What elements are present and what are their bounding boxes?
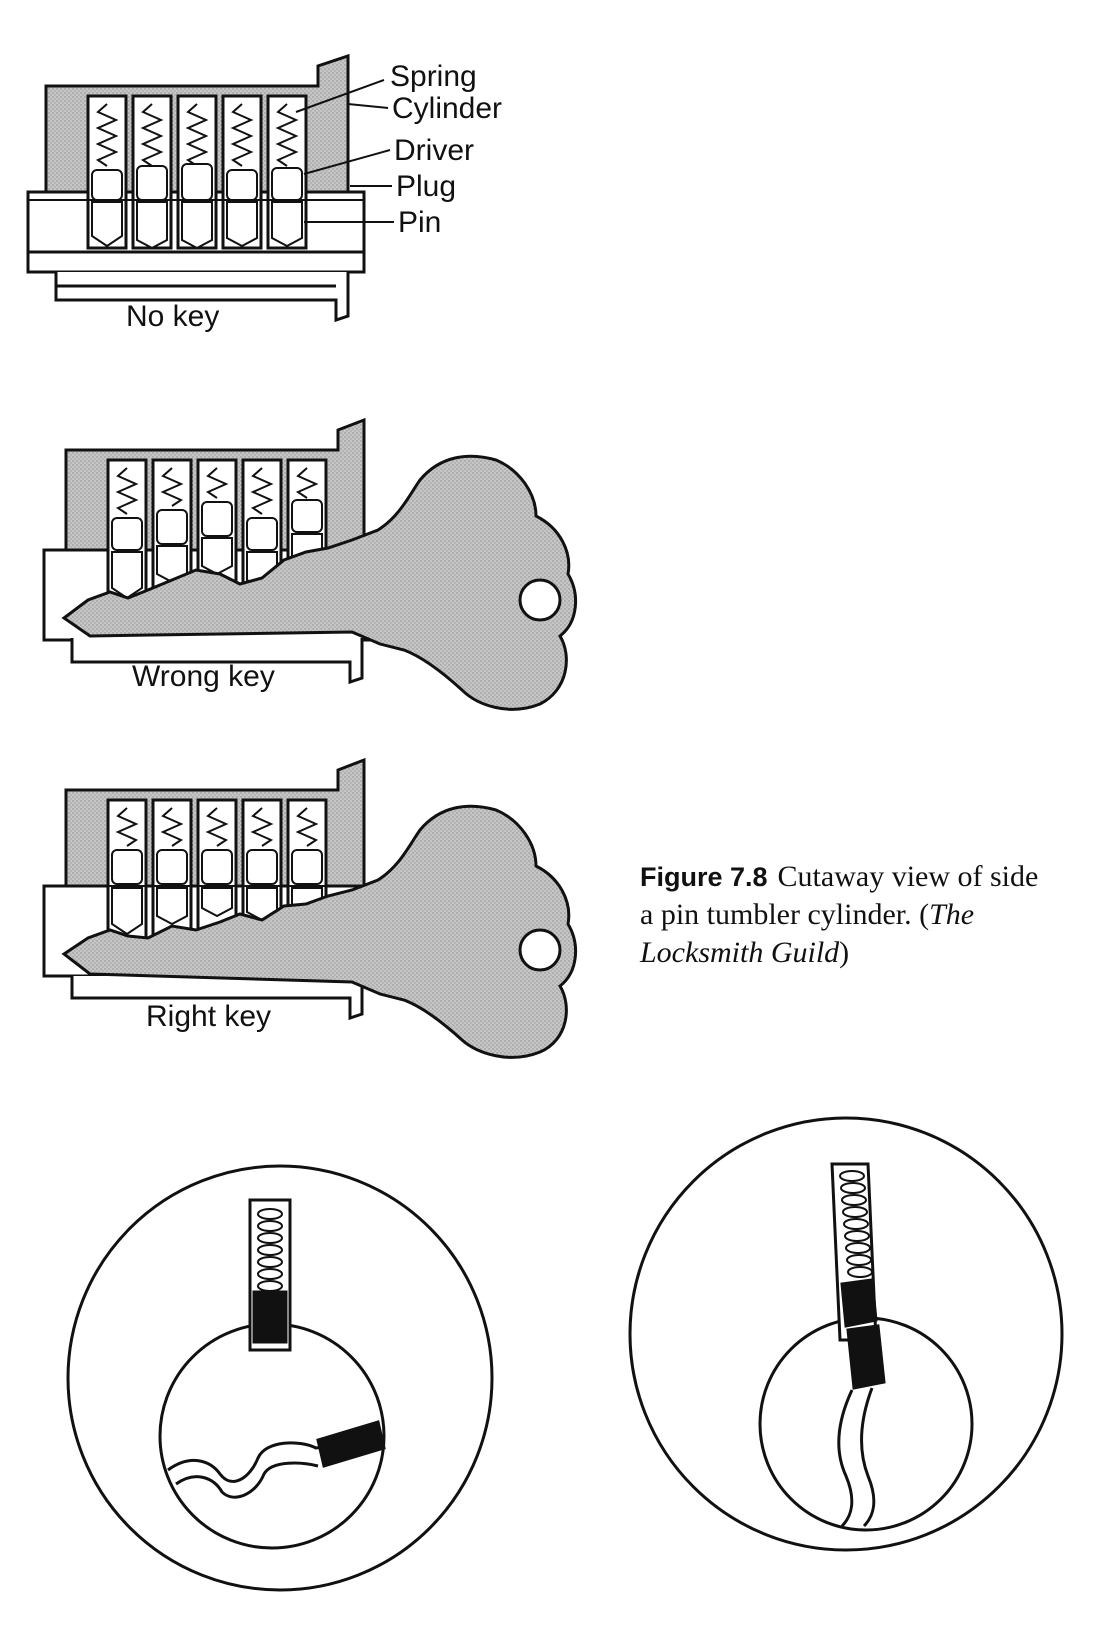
right-key <box>61 804 578 1059</box>
cylinder-label: Cylinder <box>392 92 502 125</box>
caption-source: The Locksmith Guild <box>640 898 975 969</box>
drivers <box>91 163 303 201</box>
driver-label: Driver <box>394 134 474 167</box>
callout-leaders <box>295 79 394 223</box>
caption-text-1: Cutaway view of side <box>777 860 1039 893</box>
end-view-aligned <box>628 1116 1064 1552</box>
wrong-key-label: Wrong key <box>132 660 275 693</box>
end-view-unaligned <box>66 1164 494 1592</box>
caption-text-3: ) <box>839 936 850 969</box>
no-key-label: No key <box>126 300 219 333</box>
right-key-label: Right key <box>146 1000 271 1033</box>
no-key-cylinder <box>26 53 394 323</box>
pins <box>91 201 303 250</box>
caption-text-2: a pin tumbler cylinder. ( <box>640 898 930 931</box>
figure-number: Figure 7.8 <box>640 862 768 892</box>
key-hole <box>518 578 562 622</box>
plug-label: Plug <box>396 170 456 203</box>
right-key-cylinder <box>42 757 578 1059</box>
spring-label: Spring <box>390 60 477 93</box>
wrong-key <box>61 454 578 711</box>
cylinder-bottom <box>54 272 350 323</box>
wrong-key-cylinder <box>42 417 578 711</box>
pin-label: Pin <box>398 206 441 239</box>
figure-caption: Figure 7.8 Cutaway view of side a pin tum… <box>640 858 1100 972</box>
springs <box>95 103 299 167</box>
